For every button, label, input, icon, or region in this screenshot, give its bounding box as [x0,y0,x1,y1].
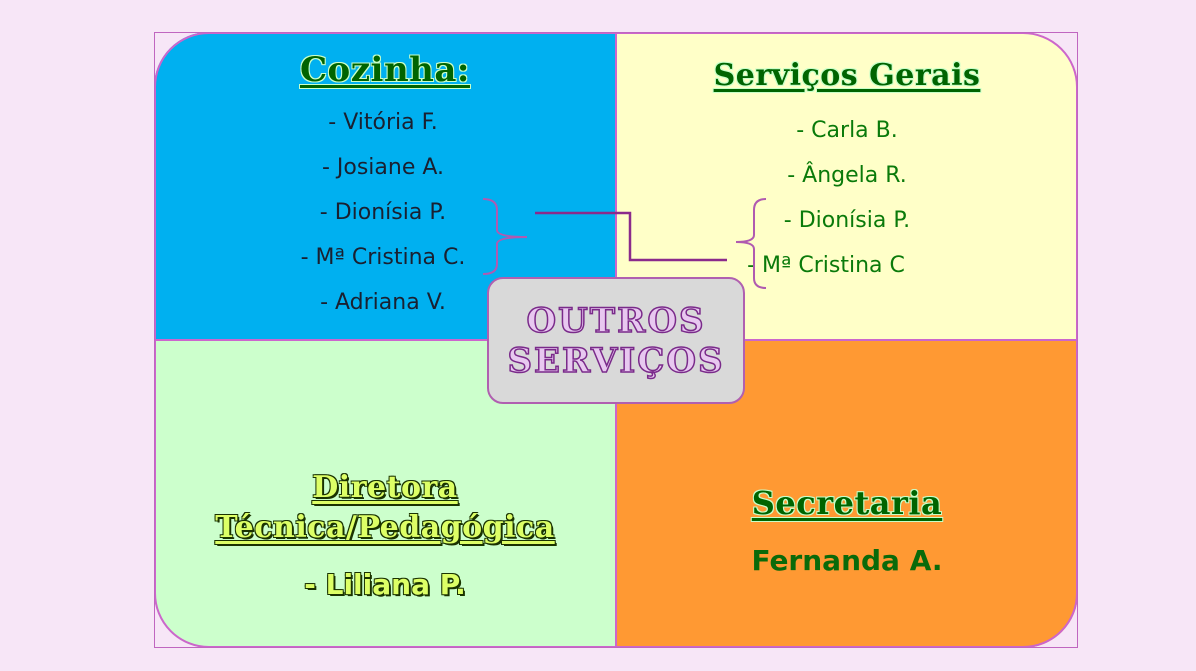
kitchen-panel: Cozinha: - Vitória F. - Josiane A. - Dio… [154,32,616,340]
services-member-3: - Dionísia P. [783,208,911,233]
director-name: - Liliana P. [304,568,466,601]
kitchen-member-1: - Vitória F. [328,110,438,135]
kitchen-member-4: - Mª Cristina C. [300,245,466,270]
general-services-title: Serviços Gerais [713,58,981,93]
other-services-box: OUTROS SERVIÇOS [487,277,745,404]
secretary-name: Fernanda A. [751,544,943,577]
director-title-line1: Diretora [312,470,458,505]
kitchen-member-5: - Adriana V. [320,290,446,315]
secretary-title: Secretaria [751,484,943,522]
services-member-4: - Mª Cristina C [747,253,905,278]
kitchen-title: Cozinha: [300,50,470,90]
kitchen-member-2: - Josiane A. [321,155,445,180]
services-member-2: - Ângela R. [787,163,907,188]
director-title: Diretora Técnica/Pedagógica [154,468,616,548]
kitchen-member-3: - Dionísia P. [319,200,447,225]
director-title-line2: Técnica/Pedagógica [215,510,555,545]
services-member-1: - Carla B. [796,118,898,143]
other-services-label: OUTROS SERVIÇOS [507,300,725,382]
